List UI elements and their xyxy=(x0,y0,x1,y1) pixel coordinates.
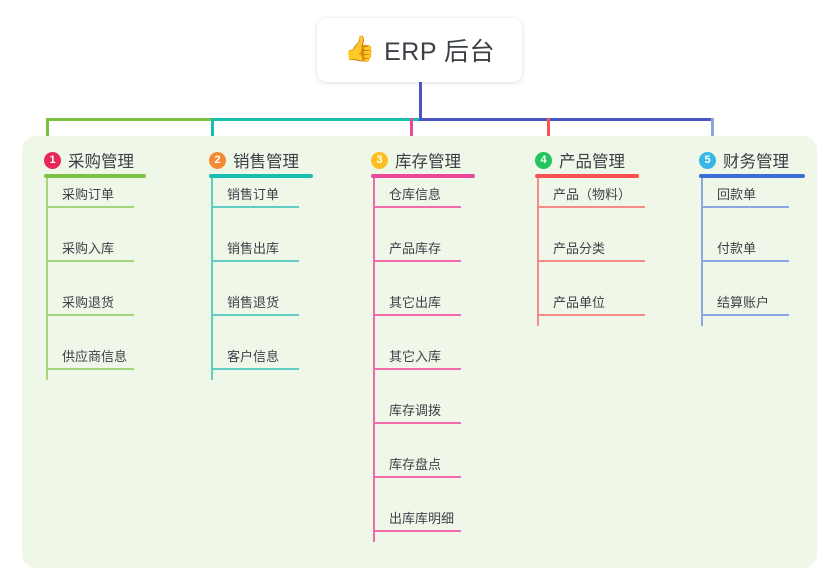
branch-header-1[interactable]: 1 采购管理 xyxy=(44,148,134,172)
branch-item[interactable]: 回款单 xyxy=(717,187,757,202)
branch-item[interactable]: 客户信息 xyxy=(227,349,280,364)
branch-item[interactable]: 出库库明细 xyxy=(389,511,455,526)
root-drop-line xyxy=(419,82,422,121)
branch-item[interactable]: 付款单 xyxy=(717,241,757,256)
branch-item-rule xyxy=(537,206,645,208)
branch-drop-line-4 xyxy=(547,118,550,144)
branch-item-rule xyxy=(537,260,645,262)
branch-title-1: 采购管理 xyxy=(68,153,134,171)
branch-item[interactable]: 销售出库 xyxy=(227,241,280,256)
branch-item-rule xyxy=(211,206,299,208)
branch-title-3: 库存管理 xyxy=(395,153,461,171)
branch-drop-line-1 xyxy=(46,118,49,144)
branch-title-2: 销售管理 xyxy=(233,153,299,171)
branch-item[interactable]: 结算账户 xyxy=(717,295,770,310)
branch-item-rule xyxy=(537,314,645,316)
branch-badge-3: 3 xyxy=(371,151,388,169)
branch-item-rule xyxy=(46,206,134,208)
branch-item-rule xyxy=(46,368,134,370)
branch-item[interactable]: 采购退货 xyxy=(62,295,115,310)
branch-item-rule xyxy=(701,206,789,208)
branch-item-rule xyxy=(46,314,134,316)
branch-item[interactable]: 采购入库 xyxy=(62,241,115,256)
branch-item-rule xyxy=(373,260,461,262)
branch-header-rule-4 xyxy=(535,174,639,178)
branch-item-rule xyxy=(373,314,461,316)
branch-rail-3 xyxy=(373,178,375,542)
branch-drop-line-3 xyxy=(410,118,413,144)
branch-item[interactable]: 产品单位 xyxy=(553,295,606,310)
branch-item[interactable]: 库存调拨 xyxy=(389,403,442,418)
branch-rail-4 xyxy=(537,178,539,326)
branch-rail-1 xyxy=(46,178,48,380)
branch-item-rule xyxy=(373,422,461,424)
branch-item-rule xyxy=(211,314,299,316)
bus-segment-blue xyxy=(419,118,711,121)
branch-title-5: 财务管理 xyxy=(723,153,789,171)
branch-item[interactable]: 产品库存 xyxy=(389,241,442,256)
branch-rail-5 xyxy=(701,178,703,326)
branch-drop-line-2 xyxy=(211,118,214,144)
branch-header-3[interactable]: 3 库存管理 xyxy=(371,148,461,172)
bus-segment-teal xyxy=(211,118,422,121)
branch-badge-1: 1 xyxy=(44,151,61,169)
branch-item[interactable]: 供应商信息 xyxy=(62,349,128,364)
branch-rail-2 xyxy=(211,178,213,380)
branch-item[interactable]: 产品（物料） xyxy=(553,187,632,202)
branch-header-rule-3 xyxy=(371,174,475,178)
branch-header-rule-2 xyxy=(209,174,313,178)
root-node[interactable]: 👍 ERP 后台 xyxy=(317,18,522,82)
branch-header-5[interactable]: 5 财务管理 xyxy=(699,148,789,172)
branch-item[interactable]: 销售退货 xyxy=(227,295,280,310)
branch-item[interactable]: 其它入库 xyxy=(389,349,442,364)
branch-item-rule xyxy=(373,530,461,532)
branch-item[interactable]: 产品分类 xyxy=(553,241,606,256)
root-node-label: ERP 后台 xyxy=(384,38,496,66)
branch-item-rule xyxy=(211,368,299,370)
branch-item[interactable]: 其它出库 xyxy=(389,295,442,310)
branch-item-rule xyxy=(46,260,134,262)
branch-item-rule xyxy=(701,314,789,316)
branch-item[interactable]: 销售订单 xyxy=(227,187,280,202)
branch-item[interactable]: 库存盘点 xyxy=(389,457,442,472)
branch-header-rule-5 xyxy=(699,174,805,178)
branch-item[interactable]: 采购订单 xyxy=(62,187,115,202)
branch-badge-5: 5 xyxy=(699,151,716,169)
branch-header-4[interactable]: 4 产品管理 xyxy=(535,148,625,172)
branch-item-rule xyxy=(373,476,461,478)
branch-badge-2: 2 xyxy=(209,151,226,169)
branch-item[interactable]: 仓库信息 xyxy=(389,187,442,202)
branch-item-rule xyxy=(211,260,299,262)
thumbs-up-icon: 👍 xyxy=(343,34,376,63)
branch-header-2[interactable]: 2 销售管理 xyxy=(209,148,299,172)
branch-item-rule xyxy=(701,260,789,262)
branch-drop-line-5 xyxy=(711,118,714,144)
bus-segment-green xyxy=(46,118,211,121)
branch-header-rule-1 xyxy=(44,174,146,178)
branch-item-rule xyxy=(373,368,461,370)
branch-item-rule xyxy=(373,206,461,208)
branch-title-4: 产品管理 xyxy=(559,153,625,171)
branch-badge-4: 4 xyxy=(535,151,552,169)
branches-panel xyxy=(22,136,817,568)
